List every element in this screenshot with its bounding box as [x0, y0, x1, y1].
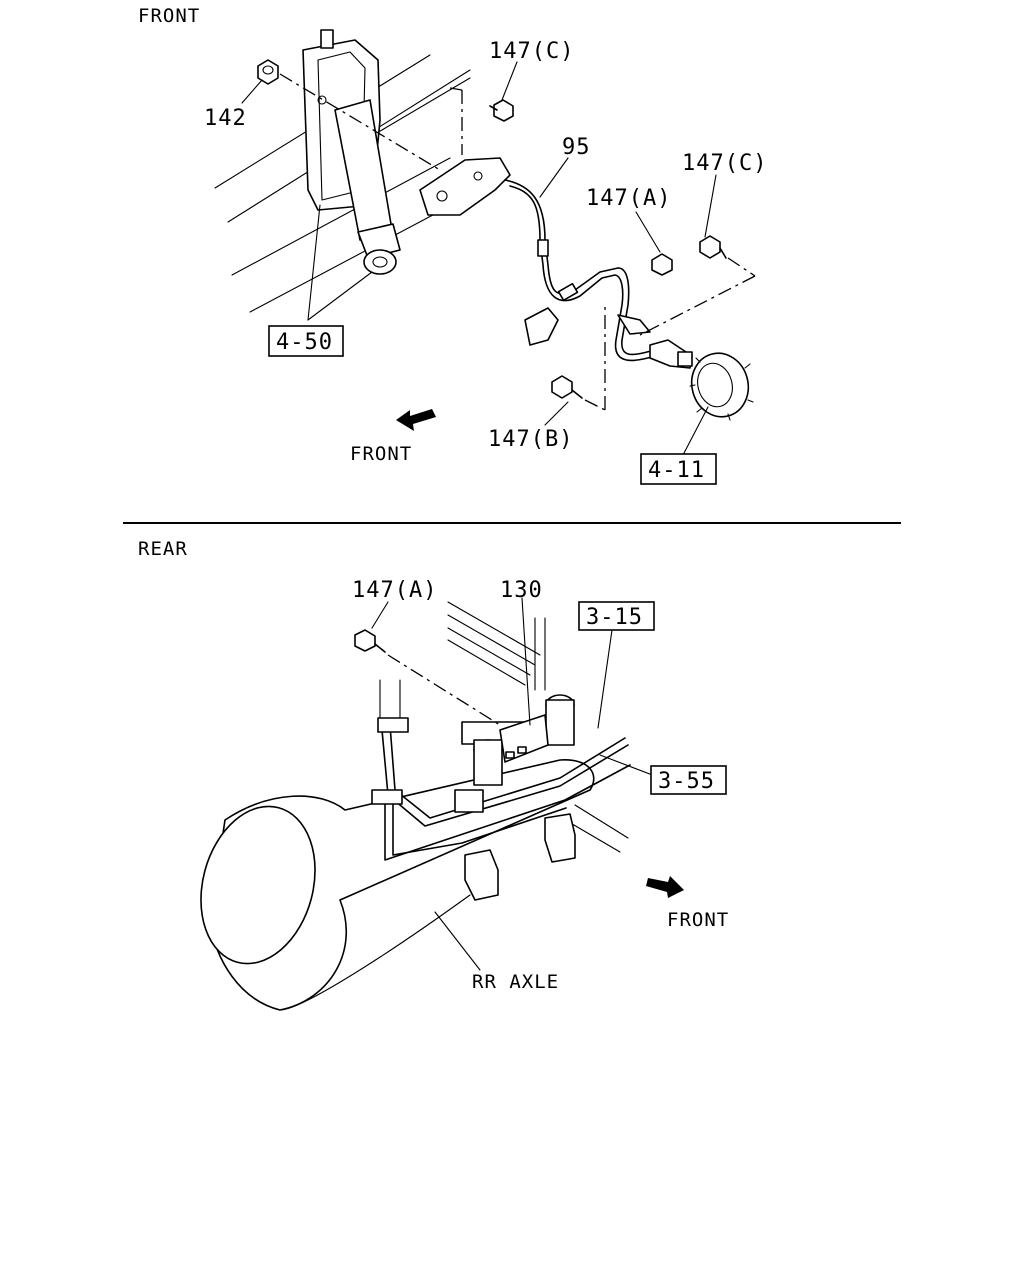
- sensor-harness-95: [504, 179, 656, 362]
- rear-front-direction-arrow-icon: [646, 876, 684, 898]
- front-section: FRONT: [138, 5, 767, 485]
- bolt-147b-guide-a: [584, 399, 606, 411]
- label-147a-front: 147(A): [586, 186, 671, 211]
- label-147a-rear: 147(A): [352, 578, 437, 603]
- label-147b: 147(B): [488, 427, 573, 452]
- rear-pipes: [371, 717, 631, 861]
- label-130: 130: [500, 578, 543, 603]
- front-section-title: FRONT: [138, 5, 200, 27]
- nut-142-guide: [279, 73, 441, 171]
- ref-label-3-55: 3-55: [658, 769, 715, 794]
- bolt-147c-guide-b: [639, 275, 756, 336]
- front-leaders: [241, 61, 717, 456]
- rear-section: REAR: [138, 538, 729, 1011]
- label-147c-right: 147(C): [682, 151, 767, 176]
- bolt-147a-rear-guide: [387, 654, 501, 726]
- ref-box-4-50: [268, 325, 344, 357]
- nut-142: [257, 59, 279, 85]
- rear-section-title: REAR: [138, 538, 188, 560]
- bolt-147c-right: [699, 235, 727, 259]
- ref-label-4-50: 4-50: [276, 330, 333, 355]
- ref-box-3-55: [650, 765, 727, 795]
- label-95: 95: [562, 135, 591, 160]
- bolt-147c-top: [489, 99, 514, 122]
- speed-sensor: [649, 339, 693, 369]
- ref-label-3-15: 3-15: [586, 605, 643, 630]
- bolt-147a-front: [651, 253, 673, 276]
- label-147c-top: 147(C): [489, 39, 574, 64]
- tone-ring: [689, 352, 754, 421]
- rear-leaders: [371, 597, 656, 971]
- front-direction-label: FRONT: [350, 443, 412, 465]
- label-rr-axle: RR AXLE: [472, 971, 559, 993]
- ref-label-4-11: 4-11: [648, 458, 705, 483]
- front-direction-arrow-icon: [396, 409, 436, 431]
- bolt-147c-guide-a: [727, 257, 756, 277]
- rear-frame: [379, 601, 629, 853]
- ref-box-4-11: [640, 453, 717, 485]
- ref-box-3-15: [578, 601, 655, 631]
- bolt-147b: [551, 375, 583, 399]
- bolt-147a-rear: [354, 629, 386, 653]
- sensor-bracket: [419, 87, 511, 216]
- shock-absorber: [302, 29, 401, 275]
- label-142: 142: [204, 106, 247, 131]
- rear-front-direction-label: FRONT: [667, 909, 729, 931]
